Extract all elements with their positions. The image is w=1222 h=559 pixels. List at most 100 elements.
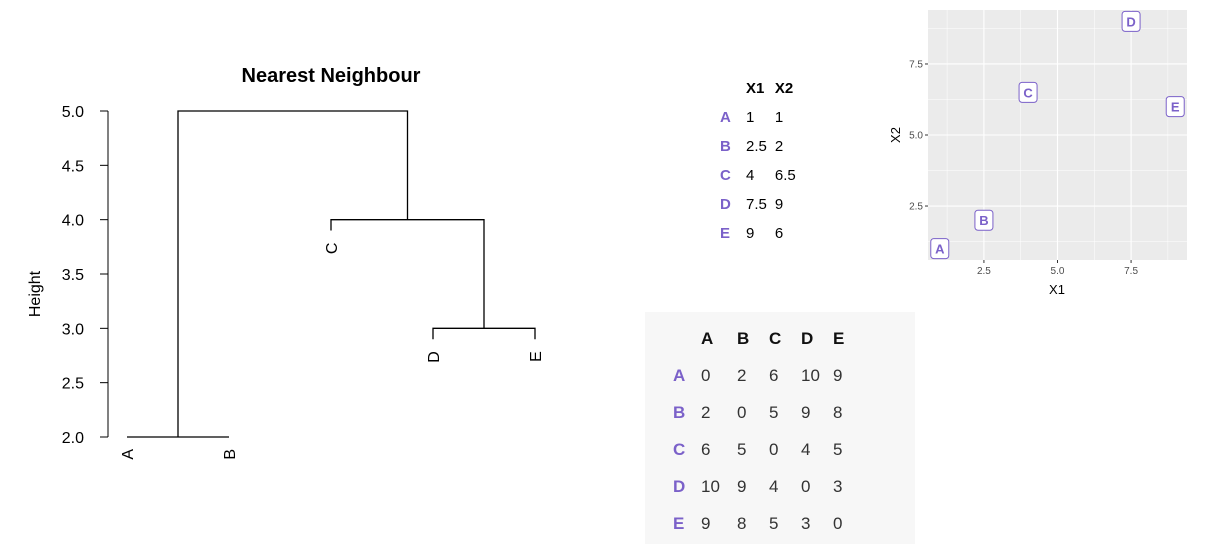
dendrogram-branch [330,219,485,329]
leaf-label: C [324,243,341,255]
y-tick-label: 5.0 [62,104,84,121]
row-label: A [673,365,686,385]
cell: 2 [774,138,784,155]
label-box [930,238,950,260]
label-box [1165,96,1185,118]
header-x2: X2 [774,80,794,97]
cell: 5 [769,402,779,422]
leaf-label: B [222,449,239,460]
table-row: E 9 6 [716,219,800,248]
table-row: A 0 2 6 10 9 [673,357,865,394]
row-label: E [720,225,731,242]
cell: 3 [801,513,811,533]
cell: 0 [801,476,811,496]
cell: 8 [833,402,843,422]
cell: 8 [737,513,747,533]
header-cell: A [701,328,714,348]
cell: 9 [774,196,784,213]
cell: 2.5 [746,138,767,155]
cell: 3 [833,476,843,496]
x-tick-label: 2.5 [977,266,991,277]
corner-cell [716,74,742,103]
cell: 9 [701,513,711,533]
header-cell: E [833,328,845,348]
cell: 4 [769,476,779,496]
cell: 0 [833,513,843,533]
cell: 10 [701,476,720,496]
dendrogram-chart: Nearest Neighbour Height 2.02.53.03.54.0… [27,65,545,460]
chart-title: Nearest Neighbour [242,65,421,87]
cell: 4 [746,167,755,184]
dendrogram-branch [432,327,536,340]
point-label-c: C [1018,81,1038,103]
grid-lines [928,10,1187,260]
table-row: D 10 9 4 0 3 [673,468,865,505]
cell: 5 [737,439,747,459]
label-text: E [1171,100,1180,115]
table-row: C 4 6.5 [716,161,800,190]
x-tick-label: 5.0 [1051,266,1065,277]
y-tick-label: 3.5 [62,267,84,284]
dendrogram-branches [127,110,536,438]
y-tick-label: 5.0 [909,131,923,142]
header-cell: C [769,328,782,348]
cell: 6 [769,365,779,385]
y-tick-label: 4.5 [62,158,84,175]
label-text: D [1126,14,1135,29]
point-label-e: E [1165,96,1185,118]
cell: 2 [737,365,747,385]
label-text: C [1023,85,1033,100]
point-label-a: A [930,238,950,260]
cell: 9 [746,225,755,242]
y-axis-label: X2 [888,127,903,143]
row-label: B [720,138,731,155]
table-row: A 1 1 [716,103,800,132]
coordinates-header-row: X1 X2 [716,74,800,103]
y-tick-label: 2.5 [62,376,84,393]
header-cell: B [737,328,750,348]
point-label-d: D [1121,10,1141,32]
coordinates-table: X1 X2 A 1 1 B 2.5 2 C 4 6.5 D 7.5 9 E 9 … [716,74,800,248]
row-label: D [673,476,686,496]
cell: 7.5 [746,196,767,213]
label-text: A [935,242,945,257]
y-axis: 2.0 2.5 3.0 3.5 4.0 4.5 5.0 [62,104,109,447]
label-box [1121,10,1141,32]
cell: 1 [774,109,784,126]
header-cell: D [801,328,814,348]
distance-matrix-panel: A B C D E A 0 2 6 10 9 B 2 0 5 9 8 [645,312,915,544]
row-label: C [673,439,686,459]
header-x1: X1 [746,80,765,97]
cell: 5 [833,439,843,459]
table-row: E 9 8 5 3 0 [673,505,865,542]
label-box [974,209,994,231]
x-axis-label: X1 [1049,282,1065,297]
cell: 9 [833,365,843,385]
matrix-header-row: A B C D E [673,320,865,357]
table-row: B 2 0 5 9 8 [673,394,865,431]
y-tick-label: 2.0 [62,430,84,447]
table-row: C 6 5 0 4 5 [673,431,865,468]
table-row: D 7.5 9 [716,190,800,219]
distance-matrix: A B C D E A 0 2 6 10 9 B 2 0 5 9 8 [673,320,865,542]
label-box [1018,81,1038,103]
cell: 6 [774,225,784,242]
y-tick-label: 2.5 [909,202,923,213]
row-label: B [673,402,686,422]
table-row: B 2.5 2 [716,132,800,161]
cell: 6 [701,439,711,459]
point-label-b: B [974,209,994,231]
y-tick-label: 7.5 [909,59,923,70]
y-tick-label: 4.0 [62,213,84,230]
cell: 6.5 [774,167,796,184]
row-label: E [673,513,685,533]
cell: 1 [746,109,755,126]
cell: 10 [801,365,820,385]
label-text: B [979,213,988,228]
cell: 4 [801,439,811,459]
cell: 2 [701,402,711,422]
y-tick-label: 3.0 [62,321,84,338]
row-label: A [720,109,731,126]
